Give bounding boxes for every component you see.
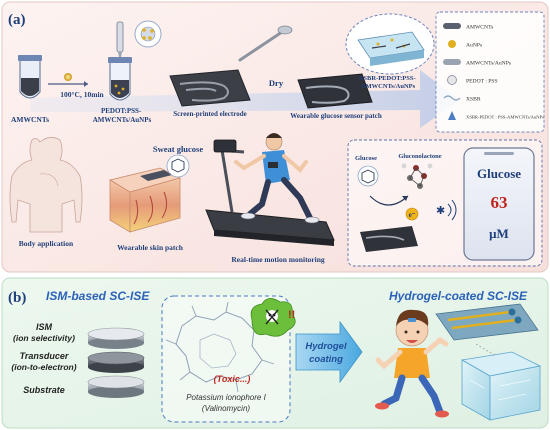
gold-nanoparticle-icon	[448, 40, 456, 48]
legend-row: XSBR-PEDOT : PSS-AMWCNTs/AuNPs	[448, 111, 544, 120]
xsbr-label: XSBR-PEDOT:PSS- AMWCNTs/AuNPs	[359, 75, 418, 90]
hydrogel-cube-icon	[460, 351, 542, 421]
layer-ism-label: ISM	[36, 322, 53, 332]
step-dry-label: Dry	[269, 78, 284, 88]
phone-unit: μM	[489, 226, 509, 241]
layer-stack-icon	[87, 327, 145, 398]
legend-row: AMWCNTs/AuNPs	[443, 59, 511, 67]
step-patch-label: Wearable glucose sensor patch	[290, 112, 382, 120]
hydrogel-sensor-strip-icon	[435, 303, 539, 341]
gluconolactone-molecule-icon	[401, 163, 433, 189]
layer-transducer-sub: (ion-to-electron)	[11, 362, 76, 372]
arrow-label-line2: coating	[309, 354, 343, 365]
panel-a: (a) AMWCNTs 100°C, 10min	[1, 1, 549, 273]
legend-label: AMWCNTs/AuNPs	[466, 61, 511, 67]
screen-printed-electrode-icon	[169, 69, 251, 107]
step-heat-label: 100°C, 10min	[60, 90, 104, 99]
nanoparticle-zoom-bubble	[134, 20, 162, 48]
functionalized-cnt-icon	[443, 59, 461, 65]
electron-icon	[405, 207, 419, 221]
legend-label: XSBR-PEDOT : PSS-AMWCNTs/AuNPs	[466, 115, 544, 120]
step-amwcnts-label: AMWCNTs	[11, 115, 49, 124]
arrow-heat-head	[84, 81, 88, 87]
spatula-icon	[238, 30, 284, 62]
legend-row: XSBR	[443, 95, 481, 103]
panel-b-label: (b)	[8, 290, 26, 306]
legend-label: XSBR	[466, 97, 481, 103]
step-mix-line1: PEDOT:PSS-	[101, 107, 142, 115]
pedot-pss-icon	[447, 75, 457, 85]
xsbr-icon	[443, 95, 461, 101]
mixing-tube-icon	[108, 57, 132, 101]
gold-nanoparticle-icon	[64, 73, 72, 81]
treadmill-runner-illustration	[205, 133, 335, 246]
ionophore-name: Potassium ionophore I	[186, 393, 266, 402]
toxic-cloud-icon: !!	[250, 298, 296, 337]
wireless-signal-icon	[447, 199, 457, 221]
skin-cross-section-icon	[108, 167, 182, 233]
sensing-mechanism-box: e⁻ ✱ Glucose 63 μM	[347, 139, 543, 267]
gluconolactone-label: Gluconolactone	[398, 153, 441, 160]
layer-transducer-label: Transducer	[20, 351, 69, 361]
hydrogel-coating-arrow	[295, 320, 363, 384]
valinomycin-structure-icon	[175, 311, 263, 383]
spatula-tip-icon	[277, 25, 293, 35]
legend-label: AMWCNTs	[466, 25, 493, 31]
legend-row: AMWCNTs	[443, 23, 493, 31]
ism-title: ISM-based SC-ISE	[46, 289, 150, 303]
hydrogel-title: Hydrogel-coated SC-ISE	[389, 289, 528, 303]
legend-label: PEDOT : PSS	[466, 79, 498, 85]
glucose-sensor-patch-icon	[297, 73, 373, 109]
electron-label: e⁻	[409, 211, 416, 219]
smartphone-icon	[463, 147, 535, 261]
amwcnts-tube-icon	[18, 55, 42, 99]
xsbr-composite-zoom	[345, 13, 435, 75]
panel-b: (b) ISM-based SC-ISE ISM (ion selectivit…	[1, 277, 549, 429]
running-child-illustration	[375, 309, 449, 418]
panel-a-label: (a)	[8, 12, 26, 28]
warning-exclamation-icon: !!	[288, 309, 295, 321]
ionophore-common-name: (Valinomycin)	[202, 404, 250, 413]
layer-substrate-label: Substrate	[23, 385, 65, 395]
sweat-glucose-label: Sweat glucose	[153, 144, 204, 154]
layer-ism-sub: (ion selectivity)	[13, 333, 75, 343]
legend-row: PEDOT : PSS	[447, 75, 498, 85]
xsbr-label-line2: AMWCNTs/AuNPs	[361, 83, 416, 90]
motion-monitoring-label: Real-time motion monitoring	[231, 255, 325, 264]
human-body-outline	[9, 137, 83, 233]
sensor-electrode-mini-icon	[360, 226, 418, 252]
legend-label: AuNPs	[466, 43, 482, 49]
xsbr-label-line1: XSBR-PEDOT:PSS-	[359, 75, 416, 82]
wearable-skin-patch-label: Wearable skin patch	[117, 243, 184, 252]
composite-icon	[448, 111, 456, 120]
glucose-label: Glucose	[355, 155, 377, 162]
toxic-label: (Toxic...)	[214, 374, 251, 384]
phone-value: 63	[491, 193, 508, 212]
step-mix-label: PEDOT:PSS- AMWCNTs/AuNPs	[93, 107, 152, 124]
bluetooth-icon: ✱	[436, 205, 445, 217]
arrow-label-line1: Hydrogel	[305, 341, 347, 352]
sweat-glucose-bubble	[166, 154, 190, 178]
body-application-label: Body application	[19, 239, 74, 248]
phone-title: Glucose	[477, 166, 521, 181]
cnt-tube-icon	[443, 23, 461, 29]
layer-labels: ISM (ion selectivity) Transducer (ion-to…	[11, 322, 76, 395]
step-electrode-label: Screen-printed electrode	[173, 110, 246, 118]
legend-row: AuNPs	[448, 40, 482, 49]
step-mix-line2: AMWCNTs/AuNPs	[93, 116, 152, 124]
